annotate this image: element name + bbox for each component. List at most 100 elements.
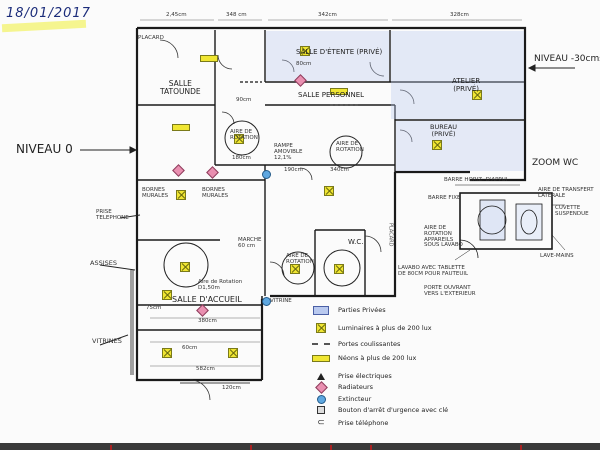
dim-label: 80cm [296, 61, 312, 67]
zoom-barre-fixe: BARRE FIXE [428, 195, 461, 201]
luminaire-icon [300, 46, 310, 56]
zoom-wc [454, 184, 566, 261]
dim-label: 75cm [146, 305, 162, 311]
dim-label: 340cm [330, 167, 349, 173]
zoom-porte: PORTE OUVRANT VERS L'EXTERIEUR [424, 285, 476, 297]
label-rampe: RAMPE AMOVIBLE 12,1% [274, 143, 303, 161]
room-placard: PLACARD [387, 223, 394, 247]
neon-icon [312, 354, 330, 362]
luminaire-icon [472, 90, 482, 100]
legend-label: Portes coulissantes [338, 340, 401, 348]
neon-icon [330, 88, 348, 95]
dim-label: 582cm [196, 366, 215, 372]
sliding-door-icon [312, 343, 330, 345]
legend-label: Prise téléphone [338, 419, 389, 427]
luminaire-icon [162, 290, 172, 300]
emergency-button-icon [317, 406, 325, 414]
private-hatch [266, 31, 524, 171]
legend-item-luminaire: Luminaires à plus de 200 lux [310, 322, 432, 334]
legend-item-prive: Parties Privées [310, 304, 386, 316]
room-accueil: SALLE D'ACCUEIL [172, 295, 242, 304]
power-outlet-icon [317, 372, 325, 380]
label-placard-top: PLACARD [138, 35, 164, 41]
legend-item-prise: Prise électriques [310, 370, 392, 382]
legend-item-radiateur: Radiateurs [310, 380, 373, 394]
legend-item-extincteur: Extincteur [310, 393, 371, 405]
luminaire-icon [432, 140, 442, 150]
dim-label: 190cm [284, 167, 303, 173]
room-atelier: ATELIER (PRIVÉ) [452, 77, 481, 93]
legend-label: Néons à plus de 200 lux [338, 354, 417, 362]
legend-label: Bouton d'arrêt d'urgence avec clé [338, 406, 449, 414]
dim-label: 342cm [318, 12, 337, 18]
legend-label: Luminaires à plus de 200 lux [338, 324, 432, 332]
zoom-barre-horiz: BARRE HORIZ. D'APPUI [444, 177, 508, 183]
label-aire-rotation: AIRE DE ROTATION [230, 129, 258, 141]
zoom-aire-transfert: AIRE DE TRANSFERT LATERALE [538, 187, 594, 199]
plan-date: 18/01/2017 [6, 6, 91, 21]
room-bureau: BUREAU (PRIVÉ) [430, 123, 458, 139]
dim-label: 2,45cm [166, 12, 187, 18]
zoom-cuvette: CUVETTE SUSPENDUE [555, 205, 589, 217]
extinguisher-icon [262, 297, 271, 306]
extinguisher-icon [262, 170, 271, 179]
luminaire-icon [180, 262, 190, 272]
luminaire-icon [324, 186, 334, 196]
label-aire-rotation-3: AIRE DE ROTATION [286, 253, 314, 265]
dim-label: 328cm [450, 12, 469, 18]
private-area-icon [313, 305, 329, 315]
label-bornes: BORNES MURALES [142, 187, 169, 199]
label-prise-tel: PRISE TELEPHONE [96, 209, 129, 221]
label-aire-rotation-accueil: Aire de Rotation D1,50m [198, 279, 243, 291]
luminaire-icon [176, 190, 186, 200]
label-marche: MARCHE 60 cm [238, 237, 262, 249]
dim-label: 90cm [236, 97, 252, 103]
dim-label: 120cm [222, 385, 241, 391]
room-detente: SALLE D'ÉTENTE (PRIVÉ) [296, 48, 383, 56]
extinguisher-icon [316, 394, 326, 404]
dim-label: 348 cm [226, 12, 247, 18]
room-personnel: SALLE PERSONNEL [298, 91, 365, 99]
legend-item-bouton: Bouton d'arrêt d'urgence avec clé [310, 404, 448, 416]
legend-item-telephone: ⊂ Prise téléphone [310, 417, 388, 429]
legend-label: Radiateurs [338, 383, 373, 391]
zoom-aire-rotation: AIRE DE ROTATION APPAREILS SOUS LAVABO [424, 225, 463, 249]
level-arrows [80, 64, 575, 346]
legend-label: Parties Privées [338, 306, 386, 314]
neon-icon [200, 55, 218, 62]
rotation-areas [163, 120, 363, 288]
radiator-icon [314, 380, 328, 394]
level-30-label: NIVEAU -30cms [534, 54, 600, 64]
label-assises: ASSISES [90, 259, 117, 267]
interior-walls [137, 30, 525, 331]
label-aire-rotation-2: AIRE DE ROTATION [336, 141, 364, 153]
luminaire-icon [334, 264, 344, 274]
phone-outlet-icon: ⊂ [317, 418, 325, 428]
sliding-doors [214, 81, 360, 160]
luminaire-icon [234, 134, 244, 144]
dim-label: 60cm [182, 345, 198, 351]
label-vitrine: VITRINE [270, 298, 292, 304]
dim-label: 380cm [198, 318, 217, 324]
legend-label: Prise électriques [338, 372, 392, 380]
luminaire-icon [228, 348, 238, 358]
vitrine-lines [130, 270, 250, 384]
room-tatami: SALLE TATOUNDE [160, 79, 201, 97]
legend-item-portes: Portes coulissantes [310, 338, 400, 350]
label-vitrines: VITRINES [92, 337, 122, 345]
dimension-lines [140, 19, 522, 367]
legend-item-neon: Néons à plus de 200 lux [310, 352, 416, 364]
dim-label: 180cm [232, 155, 251, 161]
label-bornes-2: BORNES MURALES [202, 187, 229, 199]
room-wc: W.C. [348, 238, 364, 246]
legend-label: Extincteur [338, 395, 372, 403]
luminaire-icon [162, 348, 172, 358]
luminaire-icon [316, 323, 326, 333]
luminaire-icon [290, 264, 300, 274]
level-0-label: NIVEAU 0 [16, 142, 73, 156]
taskbar-strip [0, 443, 600, 450]
zoom-wc-title: ZOOM WC [532, 158, 579, 168]
neon-icon [172, 124, 190, 131]
zoom-lave-main: LAVE-MAINS [540, 253, 574, 259]
